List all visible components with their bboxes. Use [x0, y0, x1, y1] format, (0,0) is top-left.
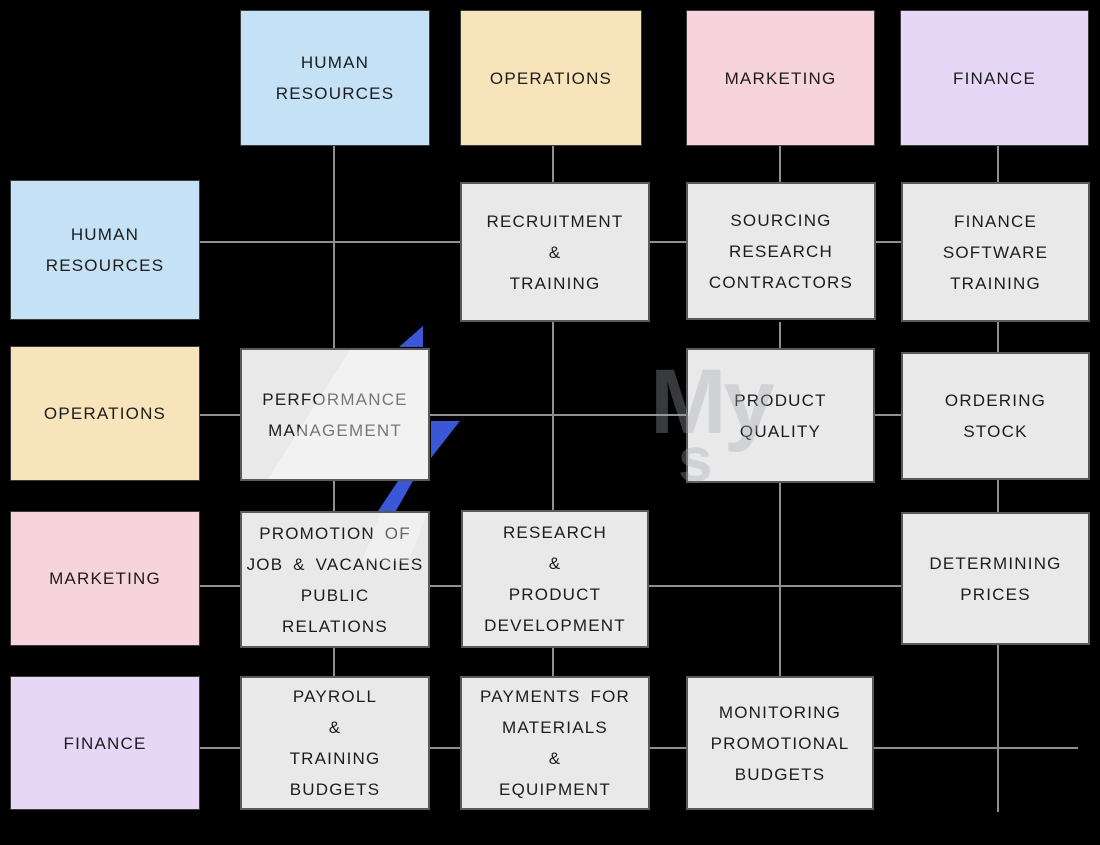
connector-line-v — [997, 322, 999, 352]
cell-ordering-stock-label: ORDERING STOCK — [944, 391, 1047, 441]
watermark-text: s — [678, 426, 713, 495]
row-header-human-resources: HUMAN RESOURCES — [10, 180, 200, 320]
connector-line-h — [874, 747, 1078, 749]
connector-line-v — [552, 648, 554, 676]
cell-finance-software-training-label: FINANCE SOFTWARE TRAINING — [942, 211, 1049, 293]
connector-line-h — [430, 747, 460, 749]
row-header-finance-label: FINANCE — [63, 733, 147, 753]
row-header-finance: FINANCE — [10, 676, 200, 810]
cell-determining-prices: DETERMINING PRICES — [901, 512, 1090, 645]
cell-sourcing-research-contractors-label: SOURCING RESEARCH CONTRACTORS — [708, 210, 854, 292]
row-header-operations: OPERATIONS — [10, 346, 200, 481]
cell-monitoring-promotional-budgets: MONITORING PROMOTIONAL BUDGETS — [686, 676, 874, 810]
cell-payroll-training-budgets: PAYROLL & TRAINING BUDGETS — [240, 676, 430, 810]
column-header-finance-label: FINANCE — [952, 68, 1037, 88]
connector-line-v — [997, 146, 999, 182]
cell-research-product-development: RESEARCH & PRODUCT DEVELOPMENT — [461, 510, 649, 648]
row-header-operations-label: OPERATIONS — [43, 404, 167, 423]
connector-line-v — [333, 481, 335, 511]
cell-performance-management: PERFORMANCE MANAGEMENT — [240, 348, 430, 481]
cell-product-quality: PRODUCT QUALITY — [686, 348, 875, 483]
connector-line-v — [333, 648, 335, 676]
cell-promotion-public-relations-label: PROMOTION OF JOB & VACANCIES PUBLIC RELA… — [246, 523, 424, 636]
column-header-operations: OPERATIONS — [460, 10, 642, 146]
connector-line-h — [650, 747, 686, 749]
column-header-human-resources: HUMAN RESOURCES — [240, 10, 430, 146]
connector-line-h — [200, 241, 460, 243]
cell-determining-prices-label: DETERMINING PRICES — [929, 553, 1062, 604]
cell-recruitment-training-label: RECRUITMENT & TRAINING — [486, 211, 624, 293]
row-header-marketing-label: MARKETING — [49, 569, 161, 588]
watermark-bolt-icon — [399, 326, 423, 347]
cell-payroll-training-budgets-label: PAYROLL & TRAINING BUDGETS — [289, 687, 381, 799]
connector-line-h — [649, 585, 901, 587]
watermark-text: My — [650, 351, 775, 453]
connector-line-h — [875, 414, 901, 416]
cell-performance-management-label: PERFORMANCE MANAGEMENT — [262, 389, 408, 440]
connector-line-v — [333, 146, 335, 348]
watermark-bolt-icon — [378, 481, 413, 511]
connector-line-v — [997, 480, 999, 512]
column-header-marketing-label: MARKETING — [724, 68, 837, 88]
connector-line-v — [779, 146, 781, 182]
column-header-operations-label: OPERATIONS — [489, 68, 613, 88]
cell-monitoring-promotional-budgets-label: MONITORING PROMOTIONAL BUDGETS — [710, 702, 850, 784]
connector-line-v — [552, 146, 554, 182]
cell-finance-software-training: FINANCE SOFTWARE TRAINING — [901, 182, 1090, 322]
cell-research-product-development-label: RESEARCH & PRODUCT DEVELOPMENT — [484, 523, 626, 635]
cell-payments-materials-equipment: PAYMENTS FOR MATERIALS & EQUIPMENT — [460, 676, 650, 810]
connector-line-v — [997, 645, 999, 812]
connector-line-v — [552, 322, 554, 510]
column-header-human-resources-label: HUMAN RESOURCES — [275, 53, 395, 103]
cell-product-quality-label: PRODUCT QUALITY — [734, 390, 827, 441]
column-header-marketing: MARKETING — [686, 10, 875, 146]
connector-line-h — [200, 585, 240, 587]
connector-line-v — [779, 322, 781, 348]
connector-line-h — [430, 585, 461, 587]
connector-line-h — [200, 414, 240, 416]
connector-line-h — [200, 747, 240, 749]
connector-line-v — [779, 483, 781, 676]
connector-line-h — [650, 241, 686, 243]
connector-line-h — [430, 414, 686, 416]
connector-line-h — [876, 241, 901, 243]
watermark-bolt-icon — [431, 421, 460, 458]
column-header-finance: FINANCE — [900, 10, 1089, 146]
cell-recruitment-training: RECRUITMENT & TRAINING — [460, 182, 650, 322]
cell-payments-materials-equipment-label: PAYMENTS FOR MATERIALS & EQUIPMENT — [479, 687, 630, 799]
cell-ordering-stock: ORDERING STOCK — [901, 352, 1090, 480]
cell-promotion-public-relations: PROMOTION OF JOB & VACANCIES PUBLIC RELA… — [240, 511, 430, 648]
row-header-marketing: MARKETING — [10, 511, 200, 646]
cell-sourcing-research-contractors: SOURCING RESEARCH CONTRACTORS — [686, 182, 876, 320]
row-header-human-resources-label: HUMAN RESOURCES — [45, 225, 165, 275]
